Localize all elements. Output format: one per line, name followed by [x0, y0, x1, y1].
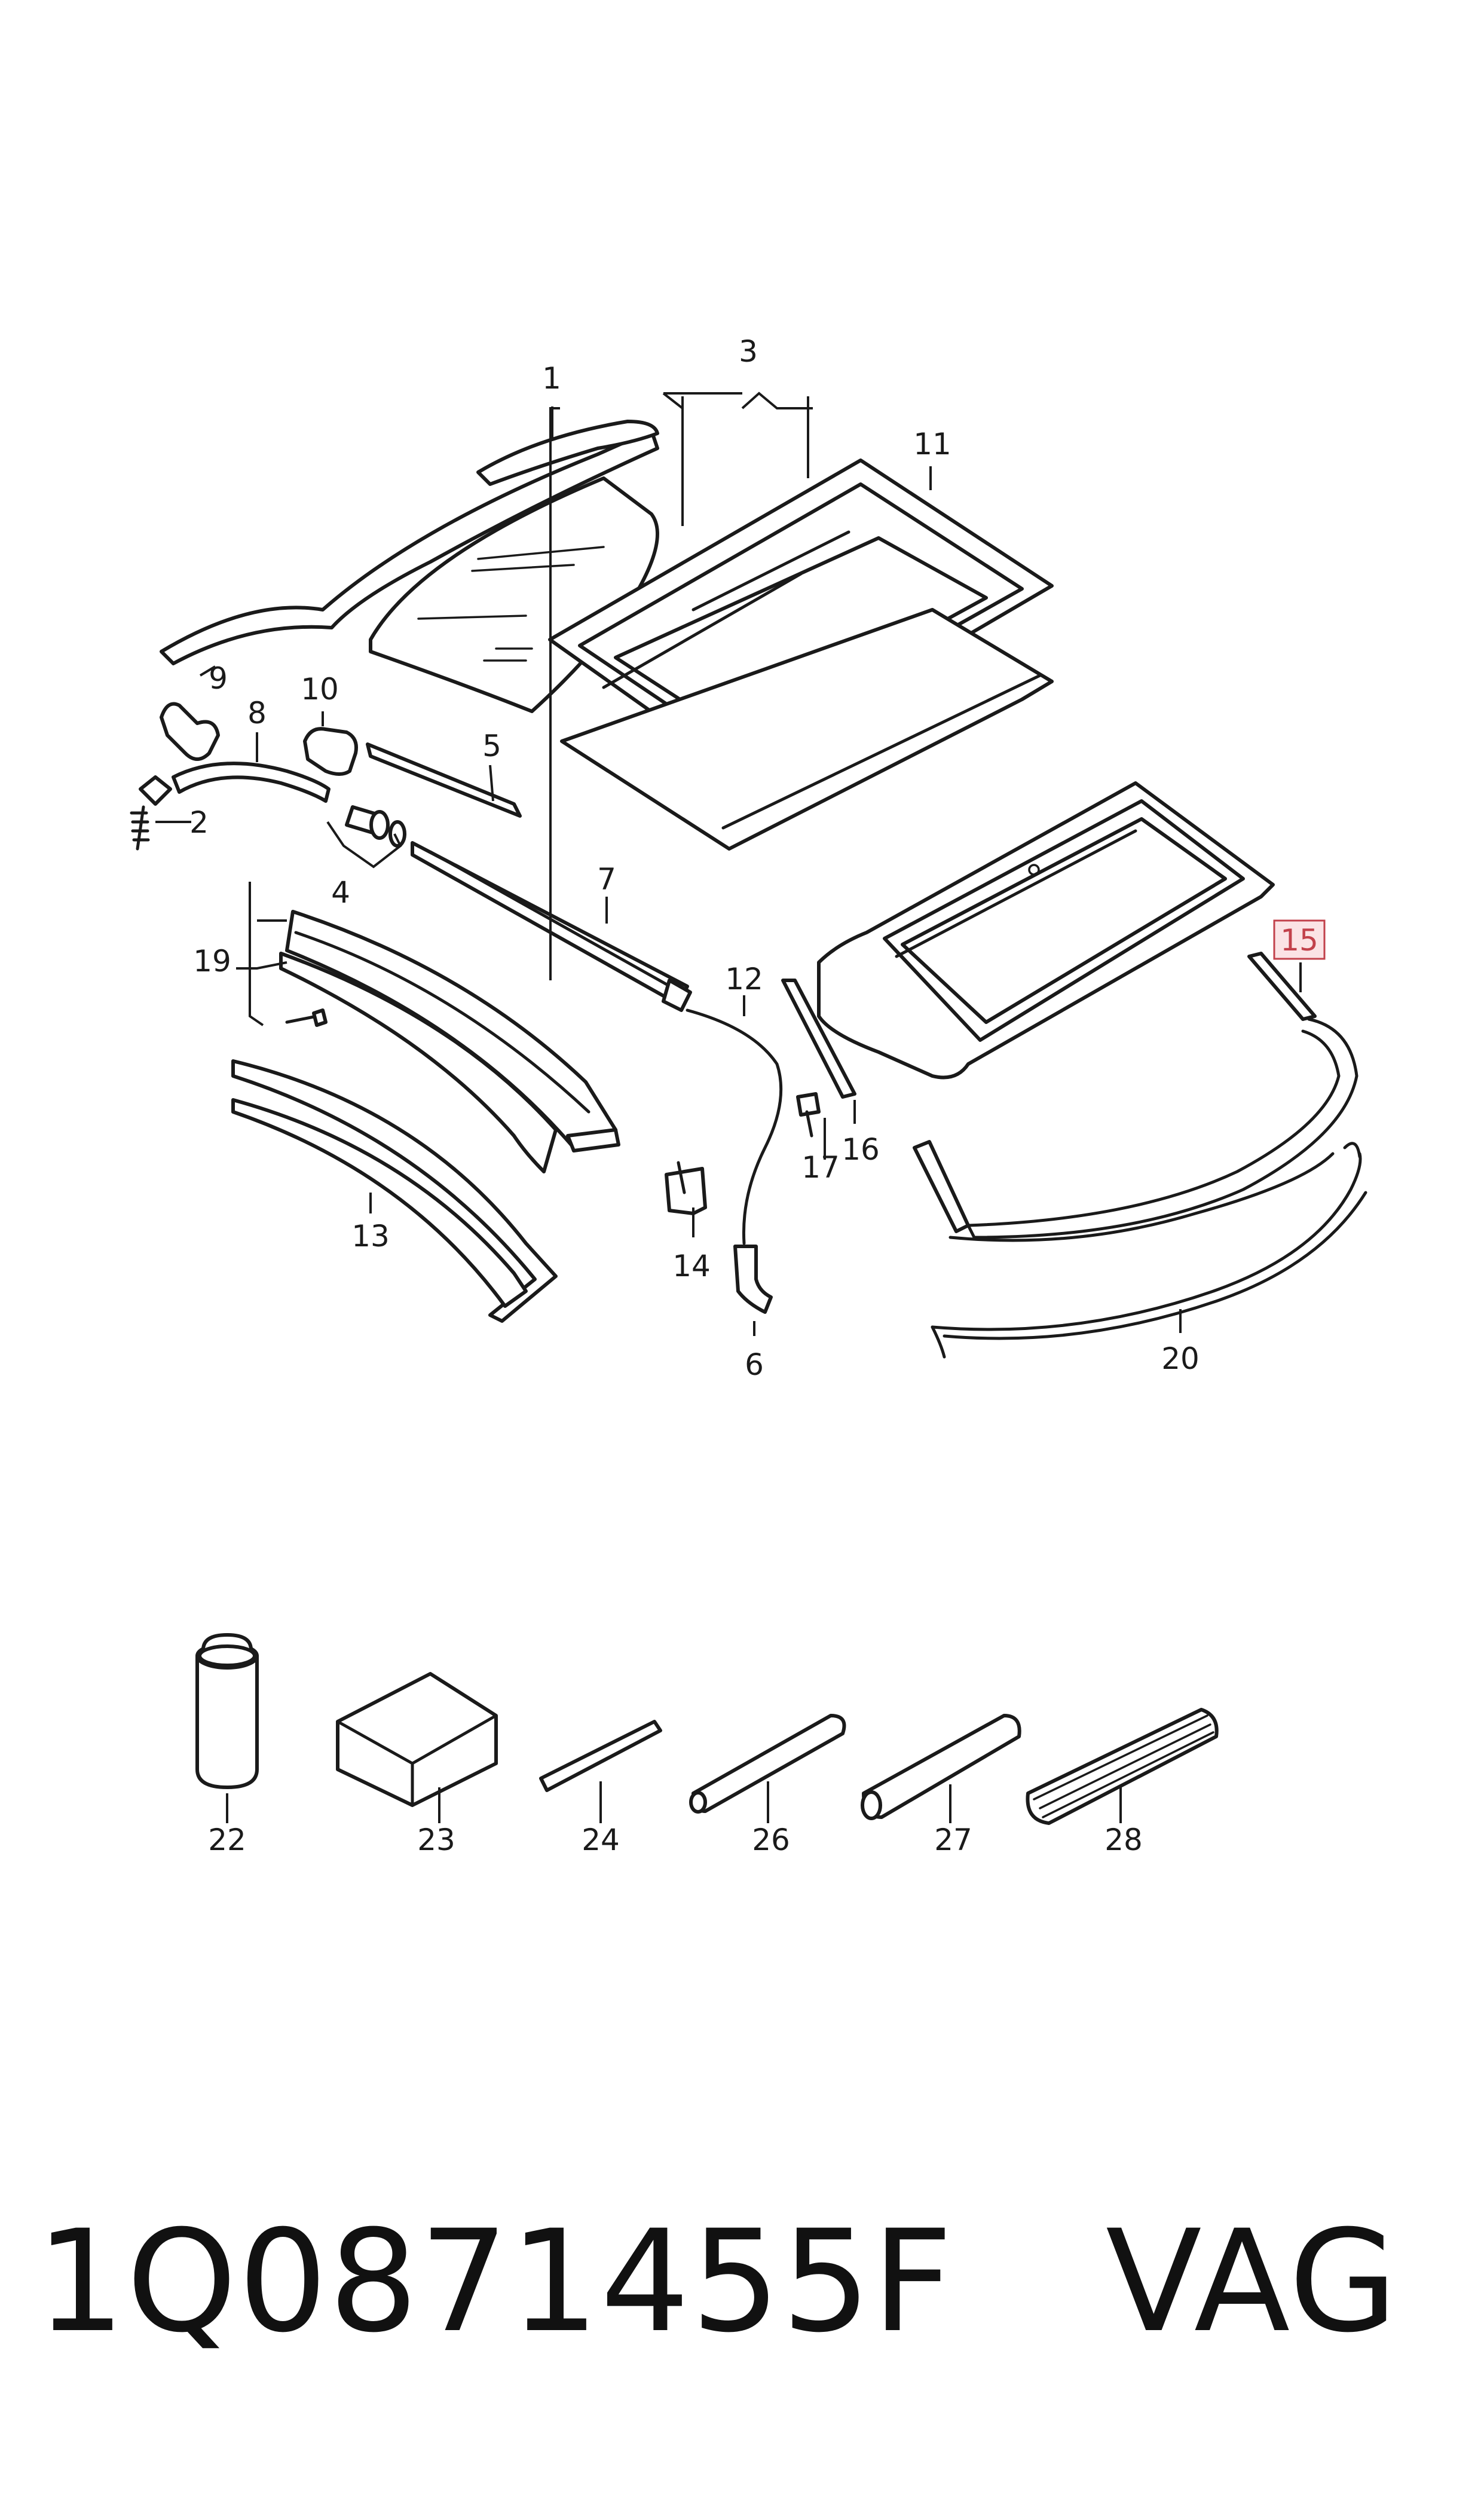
callout-16: 16 — [842, 1132, 880, 1167]
part-1-roof-frame — [160, 420, 659, 713]
brand-caption: VAG — [1106, 2200, 1399, 2364]
callout-2: 2 — [189, 805, 209, 840]
callout-1: 1 — [542, 361, 561, 396]
headliner-panel — [560, 608, 1054, 851]
callout-14: 14 — [672, 1249, 711, 1283]
part-14-clip — [665, 1161, 707, 1215]
callout-26: 26 — [752, 1823, 790, 1857]
callout-5: 5 — [482, 729, 501, 763]
callouts-lower: 22 23 24 26 27 28 — [208, 1823, 1143, 1857]
callout-8: 8 — [247, 696, 267, 730]
callout-3: 3 — [739, 334, 758, 369]
part-12-drain-tube — [686, 1008, 783, 1314]
rear-window-assembly — [817, 781, 1275, 1080]
callout-24: 24 — [582, 1823, 620, 1857]
callout-27: 27 — [934, 1823, 972, 1857]
part-8-drain-hose — [172, 762, 331, 803]
part-4-grommets — [345, 805, 406, 848]
part-24-strip — [539, 1720, 662, 1823]
callout-10: 10 — [301, 672, 339, 707]
callout-15-highlight-box — [1273, 919, 1326, 960]
callout-11: 11 — [913, 427, 951, 461]
callout-7: 7 — [597, 862, 616, 897]
part-15-rear-seal — [966, 952, 1358, 1239]
part-28-corrugated-profile — [1026, 1708, 1219, 1825]
part-10-clip — [303, 727, 358, 776]
callout-23: 23 — [417, 1823, 455, 1857]
callout-15: 15 — [1280, 923, 1318, 958]
part-27-foam-roll — [861, 1714, 1021, 1823]
leader-lines — [155, 392, 1302, 1336]
part-2-drain-valve — [130, 775, 172, 851]
callout-20: 20 — [1161, 1341, 1200, 1376]
part-19-side-trim — [279, 910, 620, 1173]
callout-19: 19 — [193, 944, 231, 979]
part-16-trim-strip — [781, 979, 856, 1099]
callout-28: 28 — [1104, 1823, 1143, 1857]
callouts-upper: 1 3 11 9 10 8 2 5 4 7 12 19 17 16 14 13 … — [189, 334, 1326, 1382]
part-26-foam-roll — [689, 1714, 846, 1823]
part-13-side-seal — [231, 1059, 558, 1323]
part-20-lower-seal — [913, 1140, 1367, 1359]
callout-22: 22 — [208, 1823, 246, 1857]
part-number-caption: 1Q0871455F — [36, 2200, 954, 2364]
callout-12: 12 — [725, 962, 763, 996]
callout-17: 17 — [801, 1150, 840, 1185]
part-5-seal-strip — [366, 742, 522, 818]
part-17-screw — [796, 1092, 821, 1138]
part-23-block — [336, 1672, 498, 1823]
callout-4: 4 — [331, 875, 350, 910]
part-11-roof-panel — [548, 458, 1054, 773]
callout-9: 9 — [209, 661, 228, 696]
part-22-spray-can — [195, 1633, 259, 1823]
callout-6: 6 — [745, 1347, 764, 1382]
part-9-bracket — [160, 702, 220, 761]
callout-13: 13 — [351, 1219, 390, 1254]
